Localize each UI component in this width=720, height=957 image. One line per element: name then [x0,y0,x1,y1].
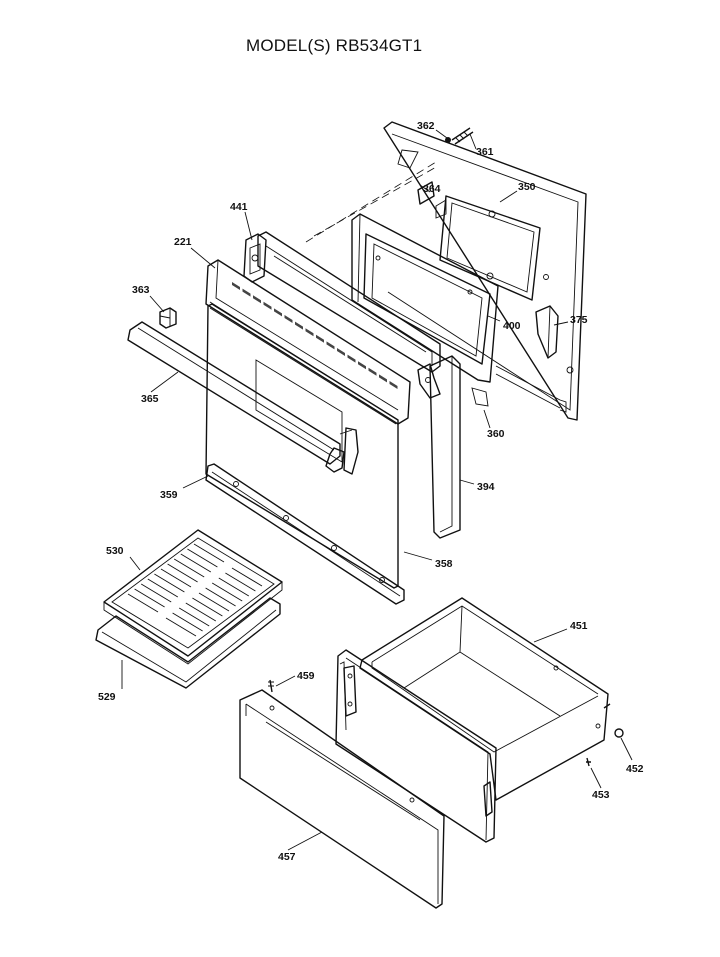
label-394: 394 [477,481,495,493]
label-441: 441 [230,201,248,213]
grid-slots [127,543,263,637]
label-360: 360 [487,428,505,440]
nut-452 [614,728,624,738]
label-364: 364 [423,183,441,195]
vent-slots [232,282,398,389]
label-400: 400 [503,320,521,332]
label-452: 452 [626,763,644,775]
inner-panel-221 [257,231,441,373]
bottom-trim-359 [205,463,405,605]
drawer-body-451 [359,597,611,801]
vent-slot [337,348,345,356]
bracket-375 [535,305,559,359]
grid-slot [127,593,159,613]
vent-slot [326,341,335,350]
screw-453 [586,757,591,767]
label-358: 358 [435,558,453,570]
label-459: 459 [297,670,315,682]
vent-slot [316,334,324,343]
part-labels: 362 361 364 350 441 221 363 400 375 365 … [98,120,644,863]
window-frame-400 [351,213,499,407]
drawer-inner-front [335,649,497,843]
leader-lines [121,129,633,851]
label-365: 365 [141,393,159,405]
label-451: 451 [570,620,588,632]
hinge-441 [243,233,267,283]
label-375: 375 [570,314,588,326]
model-title: MODEL(S) RB534GT1 [246,36,423,55]
alignment-line [313,165,439,237]
vent-slot [253,295,261,304]
grid-slot [172,612,203,632]
handle-365 [127,321,345,473]
broiler-pan-529 [95,597,281,689]
grid-slot [173,558,205,578]
label-453: 453 [592,789,610,801]
drawer-front-457 [239,689,445,909]
grid-slot [134,588,165,608]
grid-slot [180,553,212,573]
grid-slot [165,617,197,637]
side-bracket-394 [417,355,461,539]
grid-slot [231,567,263,587]
vent-slot [263,301,272,310]
label-363: 363 [132,284,150,296]
grid-slot [205,587,236,607]
door-top-trim [205,259,411,425]
vent-slot [368,367,377,376]
vent-slot [358,361,366,370]
label-362: 362 [417,120,435,132]
vent-slot [274,308,282,317]
vent-slot [379,374,387,383]
screw-459 [268,679,274,693]
washer-362 [445,137,451,143]
grid-slot [225,572,256,592]
vent-slot [295,321,303,330]
label-457: 457 [278,851,296,863]
vent-slot [389,381,398,389]
vent-slot [242,288,251,297]
grid-slot [167,563,198,583]
grid-slot [185,602,217,622]
vent-slot [347,354,356,363]
grid-slot [140,583,172,603]
vent-slot [284,315,293,323]
broiler-grid-530 [103,529,283,665]
grid-slot [154,573,185,593]
label-530: 530 [106,545,124,557]
screw-361 [451,127,474,145]
vent-slot [232,282,240,290]
label-221: 221 [174,236,192,248]
clip-364 [417,181,447,219]
alignment-line [305,161,437,243]
grid-slot [218,577,250,597]
label-361: 361 [476,146,494,158]
grid-slot [178,607,210,627]
label-529: 529 [98,691,116,703]
clip-363 [159,307,177,329]
grid-slot [198,592,230,612]
grid-slot [147,578,179,598]
label-359: 359 [160,489,178,501]
grid-slot [187,548,218,568]
grid-slot [192,597,223,617]
grid-slot [160,568,192,588]
outer-door-panel-350 [383,121,587,421]
grid-slot [193,543,225,563]
vent-slot [305,328,314,337]
label-350: 350 [518,181,536,193]
grid-slot [211,582,243,602]
